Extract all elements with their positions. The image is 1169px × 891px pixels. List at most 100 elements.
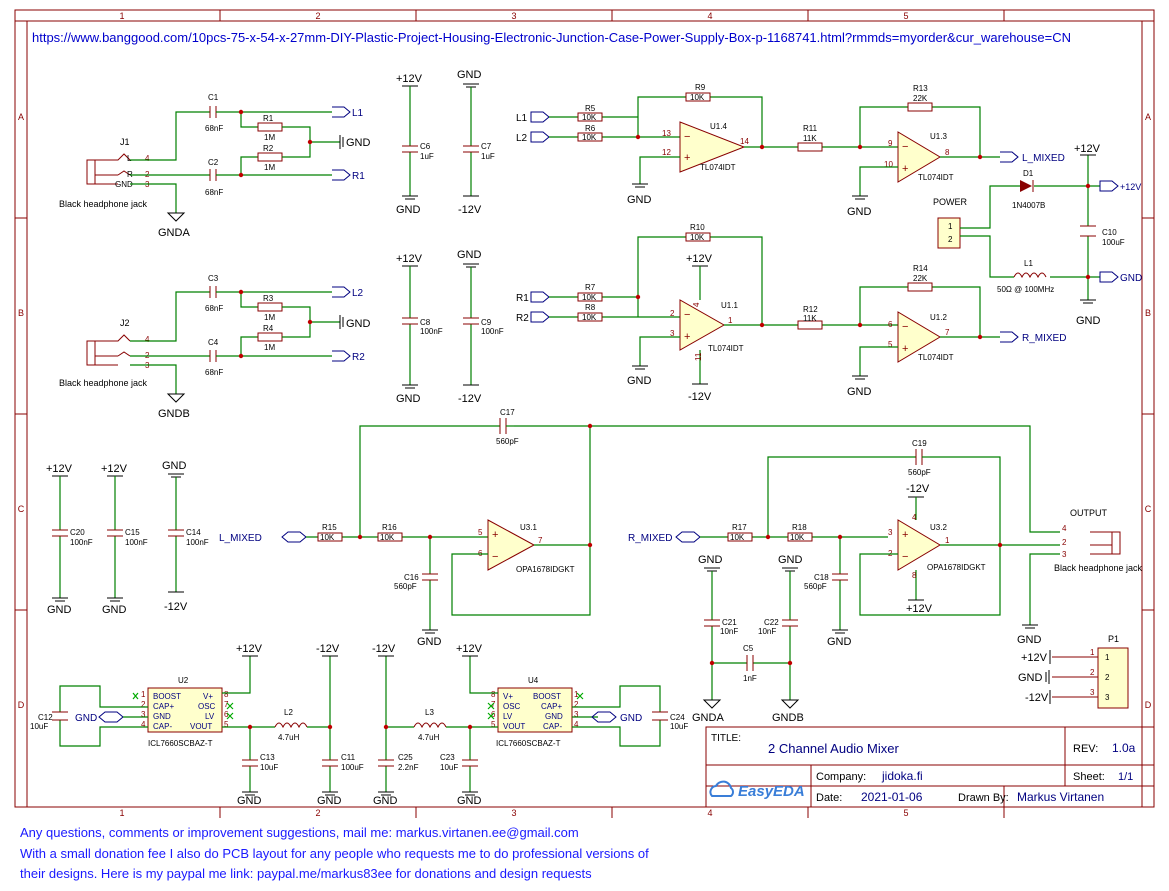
c7-value: 1uF — [481, 152, 495, 161]
u4-pin-label: BOOST — [533, 692, 561, 701]
u2-pin-label: OSC — [198, 702, 216, 711]
gnd-port: GND — [1120, 273, 1142, 284]
u2-pin-label: LV — [205, 712, 215, 721]
cloud-icon — [709, 780, 734, 797]
j2-value: Black headphone jack — [59, 378, 148, 388]
r13-ref: R13 — [913, 84, 928, 93]
net-r2: R2 — [516, 313, 529, 324]
u13-value: TL074IDT — [918, 173, 954, 182]
r15-ref: R15 — [322, 523, 337, 532]
c22-ref: C22 — [764, 618, 779, 627]
j1-value: Black headphone jack — [59, 199, 148, 209]
svg-text:4: 4 — [692, 302, 701, 307]
r9-ref: R9 — [695, 83, 706, 92]
n12-net: -12V — [458, 393, 482, 405]
input-channel-a: J1 4 L 2 R 3 GND Black headphone jack GN… — [59, 93, 371, 239]
footer-line: their designs. Here is my paypal me link… — [20, 866, 592, 881]
p12-net: +12V — [396, 73, 423, 85]
r2-ref: R2 — [263, 144, 274, 153]
net-l2: L2 — [352, 288, 364, 299]
r18-ref: R18 — [792, 523, 807, 532]
sheet-value: 1/1 — [1118, 771, 1133, 783]
r10-ref: R10 — [690, 223, 705, 232]
u12-ref: U1.2 — [930, 313, 947, 322]
c15-ref: C15 — [125, 528, 140, 537]
p12-port: +12V — [1120, 182, 1141, 192]
r14-ref: R14 — [913, 264, 928, 273]
c23-value: 10uF — [440, 763, 458, 772]
c6-value: 1uF — [420, 152, 434, 161]
l1-ref: L1 — [1024, 259, 1033, 268]
j1-pin-name: GND — [115, 180, 133, 189]
gnd-net: GND — [47, 604, 72, 616]
net-r-mixed: R_MIXED — [1022, 333, 1066, 344]
u11-ref: U1.1 — [721, 301, 738, 310]
l3-ref: L3 — [425, 708, 434, 717]
svg-text:1: 1 — [1105, 653, 1110, 662]
c16-ref: C16 — [404, 573, 419, 582]
gnd-net: GND — [1017, 634, 1042, 646]
u4-pin-label: GND — [545, 712, 563, 721]
charge-pump-u4: V+ OSC LV VOUT BOOST CAP+ GND CAP- 87651… — [372, 643, 688, 807]
c21-value: 10nF — [720, 627, 738, 636]
svg-text:2: 2 — [948, 235, 953, 244]
grid-ticks — [15, 10, 1154, 818]
u13-ref: U1.3 — [930, 132, 947, 141]
c20-value: 100nF — [70, 538, 93, 547]
d1-value: 1N4007B — [1012, 201, 1045, 210]
gnd-port: GND — [620, 713, 642, 724]
c16-value: 560pF — [394, 582, 417, 591]
c24-ref: C24 — [670, 713, 685, 722]
svg-text:8: 8 — [945, 148, 950, 157]
u2-ref: U2 — [178, 676, 189, 685]
net-l-mixed: L_MIXED — [1022, 153, 1065, 164]
right-mixer-stage: R1 R2 R7 10K R8 10K R10 10K +12V −+ 231 … — [516, 223, 1066, 403]
gnd-net: GND — [237, 795, 262, 807]
rev-label: REV: — [1073, 743, 1098, 755]
r11-ref: R11 — [803, 124, 818, 133]
gnd-net: GND — [396, 204, 421, 216]
c18-ref: C18 — [814, 573, 829, 582]
grid-col-label: 2 — [315, 11, 320, 21]
u2-pin-label: VOUT — [190, 722, 212, 731]
l2-value: 4.7uH — [278, 733, 300, 742]
svg-text:4: 4 — [912, 513, 917, 522]
sheet-label: Sheet: — [1073, 771, 1105, 783]
c11-ref: C11 — [341, 753, 356, 762]
c19-value: 560pF — [908, 468, 931, 477]
j1-ref: J1 — [120, 137, 130, 147]
gnd-net: GND — [396, 393, 421, 405]
gnd-net: GND — [627, 194, 652, 206]
svg-text:+: + — [492, 529, 498, 541]
title-value: 2 Channel Audio Mixer — [768, 741, 899, 756]
ground-bridge: GND C21 10nF GND C22 10nF C5 1nF GNDA GN… — [692, 554, 804, 724]
svg-text:5: 5 — [888, 340, 893, 349]
product-url[interactable]: https://www.banggood.com/10pcs-75-x-54-x… — [32, 30, 1071, 45]
u4-pin-label: OSC — [503, 702, 521, 711]
gnda-net: GNDA — [158, 227, 190, 239]
u2-pin-label: V+ — [203, 692, 213, 701]
grid-col-label: 3 — [511, 11, 516, 21]
svg-text:5: 5 — [478, 528, 483, 537]
grid-col-label: 3 — [511, 808, 516, 818]
c17-ref: C17 — [500, 408, 515, 417]
svg-text:7: 7 — [491, 700, 496, 709]
c10-value: 100uF — [1102, 238, 1125, 247]
date-value: 2021-01-06 — [861, 790, 923, 804]
p12-net: +12V — [1074, 143, 1101, 155]
svg-text:3: 3 — [141, 710, 146, 719]
u4-pin-label: VOUT — [503, 722, 525, 731]
svg-text:5: 5 — [224, 720, 229, 729]
c24-value: 10uF — [670, 722, 688, 731]
r14-value: 22K — [913, 274, 928, 283]
r15-value: 10K — [320, 533, 335, 542]
svg-text:13: 13 — [662, 129, 671, 138]
grid-row-label: D — [18, 700, 25, 710]
svg-text:3: 3 — [1105, 693, 1110, 702]
grid-row-label: C — [18, 504, 25, 514]
j2-pin: 4 — [145, 335, 150, 344]
p12-net: +12V — [101, 463, 128, 475]
c9-value: 100nF — [481, 327, 504, 336]
u14-ref: U1.4 — [710, 122, 727, 131]
